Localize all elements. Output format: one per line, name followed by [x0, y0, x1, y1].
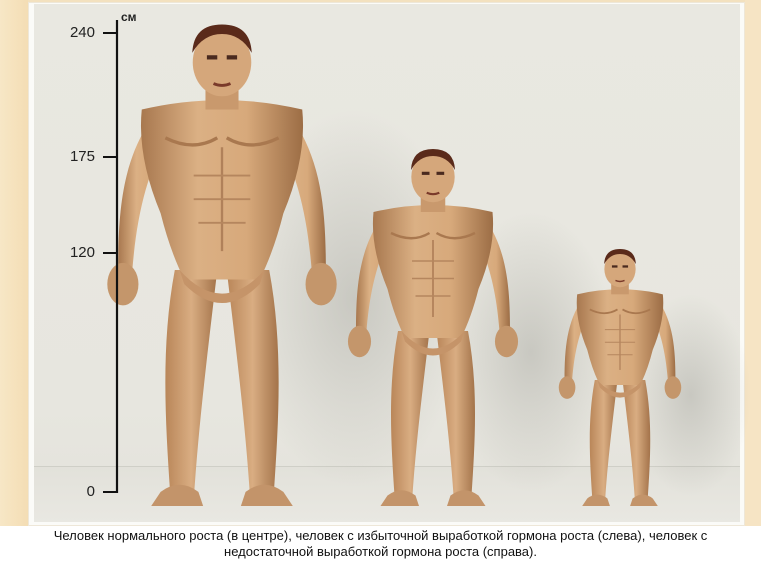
height-scale: [103, 20, 117, 493]
scale-tick-label-240: 240: [55, 24, 95, 41]
scale-tick-label-0: 0: [55, 483, 95, 500]
scale-tick-label-175: 175: [55, 148, 95, 165]
scale-tick-label-120: 120: [55, 244, 95, 261]
figure-caption: Человек нормального роста (в центре), че…: [16, 528, 745, 560]
scale-unit-label: см: [121, 10, 137, 24]
